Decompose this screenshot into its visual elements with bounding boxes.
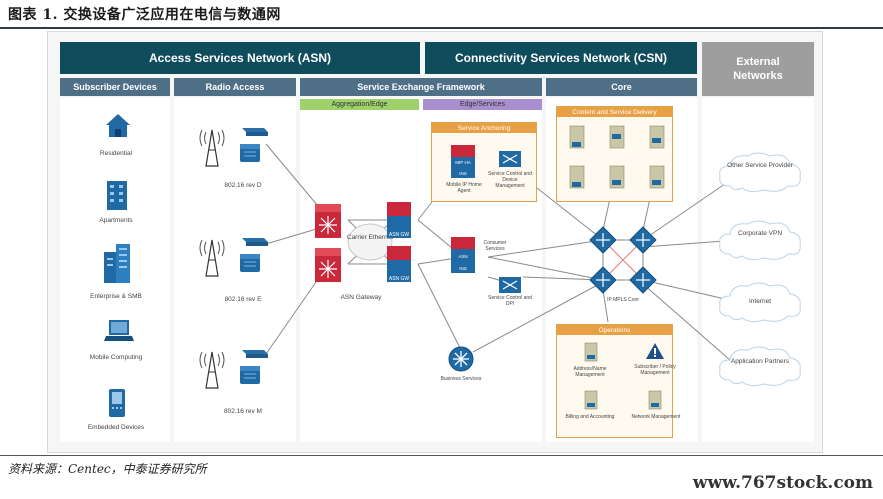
- radio-tower-d-icon: [198, 122, 268, 172]
- consumer-ins-text: INS: [459, 266, 467, 271]
- service-control-icon: [498, 150, 522, 172]
- content-servers-icon: [568, 124, 668, 200]
- corporate-vpn-label: Corporate VPN: [737, 230, 783, 237]
- title-rule: [0, 27, 883, 29]
- mobile-computing-label: Mobile Computing: [89, 354, 143, 361]
- core-router-4-icon: [629, 266, 657, 298]
- embedded-devices-label: Embedded Devices: [87, 424, 145, 431]
- residential-icon: [104, 112, 132, 142]
- watermark: www.767stock.com: [692, 473, 873, 493]
- cloud-internet-icon: [716, 280, 804, 328]
- internet-label: Internet: [748, 298, 772, 305]
- business-services-label: Business Services: [440, 376, 482, 382]
- core-router-1-icon: [589, 226, 617, 258]
- mobile-ip-label: Mobile IP Home Agent: [446, 182, 482, 194]
- service-anchoring-title: Service Anchoring: [432, 123, 536, 133]
- policy-warning-icon: [645, 342, 665, 364]
- csn-header: Connectivity Services Network (CSN): [425, 42, 697, 74]
- business-services-router-icon: [447, 345, 475, 377]
- other-provider-label: Other Service Provider: [727, 162, 793, 169]
- core-header: Core: [546, 78, 697, 96]
- mpls-core-label: IP MPLS Core: [607, 297, 639, 303]
- carrier-ethernet-label: Carrier Ethernet: [346, 234, 394, 241]
- operations-box: Operations: [556, 324, 673, 438]
- consumer-services-icon: ASN INS: [450, 236, 476, 280]
- asn-gateway-label: ASN Gateway: [340, 294, 382, 301]
- network-mgmt-server-icon: [648, 390, 662, 414]
- radio-label-rev-e: 802.16 rev E: [224, 296, 262, 303]
- app-partners-label: Application Partners: [730, 358, 790, 365]
- network-mgmt-label: Network Management: [631, 414, 681, 420]
- radio-label-rev-d: 802.16 rev D: [224, 182, 262, 189]
- service-control-dpi-label: Service Control and DPI: [488, 295, 532, 307]
- mip-ha-text: MIP HA: [455, 160, 470, 165]
- enterprise-label: Enterprise & SMB: [90, 293, 142, 300]
- asn-gw-top-text: ASN GW: [389, 232, 410, 238]
- core-router-2-icon: [629, 226, 657, 258]
- subscriber-devices-header: Subscriber Devices: [60, 78, 170, 96]
- cloud-corporate-vpn-icon: [716, 218, 804, 266]
- consumer-services-label: Consumer Services: [483, 240, 507, 252]
- operations-title: Operations: [557, 325, 672, 335]
- service-anchoring-box: Service Anchoring: [431, 122, 537, 202]
- external-networks-header: External Networks: [702, 42, 814, 96]
- source-note: 资料来源：Centec，中泰证券研究所: [8, 462, 207, 476]
- connection-lines: [265, 143, 739, 368]
- source-rule: [0, 455, 883, 456]
- aggregation-edge-tag: Aggregation/Edge: [300, 99, 419, 110]
- laptop-icon: [104, 318, 134, 348]
- asn-gw-bottom-icon: ASN GW: [385, 244, 413, 288]
- radio-tower-m-icon: [198, 344, 268, 394]
- asn-gw-bottom-text: ASN GW: [389, 276, 410, 282]
- aggregation-switch-bottom-icon: [313, 244, 343, 288]
- aaa-server-icon: [584, 342, 598, 366]
- ins-text: INS: [459, 171, 467, 176]
- figure-title: 图表 1. 交换设备广泛应用在电信与数通网: [8, 7, 281, 23]
- core-router-3-icon: [589, 266, 617, 298]
- edge-services-tag: Edge/Services: [423, 99, 542, 110]
- embedded-device-icon: [108, 388, 126, 422]
- billing-label: Billing and Accounting: [565, 414, 615, 420]
- radio-tower-e-icon: [198, 232, 268, 282]
- asn-header: Access Services Network (ASN): [60, 42, 420, 74]
- asn-gw-top-icon: ASN GW: [385, 200, 413, 244]
- service-control-label: Service Control and Device Management: [488, 171, 532, 189]
- aggregation-switch-top-icon: [313, 200, 343, 244]
- cloud-other-provider-icon: [716, 150, 804, 198]
- apartments-icon: [106, 179, 128, 215]
- radio-label-rev-m: 802.16 rev M: [224, 408, 262, 415]
- content-delivery-title: Content and Service Delivery: [557, 107, 672, 117]
- enterprise-icon: [102, 242, 132, 288]
- billing-server-icon: [584, 390, 598, 414]
- service-exchange-header: Service Exchange Framework: [300, 78, 542, 96]
- consumer-asn-text: ASN: [458, 254, 467, 259]
- dpi-icon: [498, 276, 522, 298]
- mobile-ip-home-agent-icon: MIP HA INS: [450, 144, 476, 184]
- residential-label: Residential: [99, 150, 133, 157]
- cloud-app-partners-icon: [716, 344, 804, 392]
- radio-access-header: Radio Access: [174, 78, 296, 96]
- subscriber-policy-label: Subscriber / Policy Management: [634, 364, 676, 376]
- address-name-mgmt-label: Address/Name Management: [573, 366, 607, 378]
- apartments-label: Apartments: [99, 217, 133, 224]
- diagram-frame: Access Services Network (ASN) Connectivi…: [47, 31, 823, 453]
